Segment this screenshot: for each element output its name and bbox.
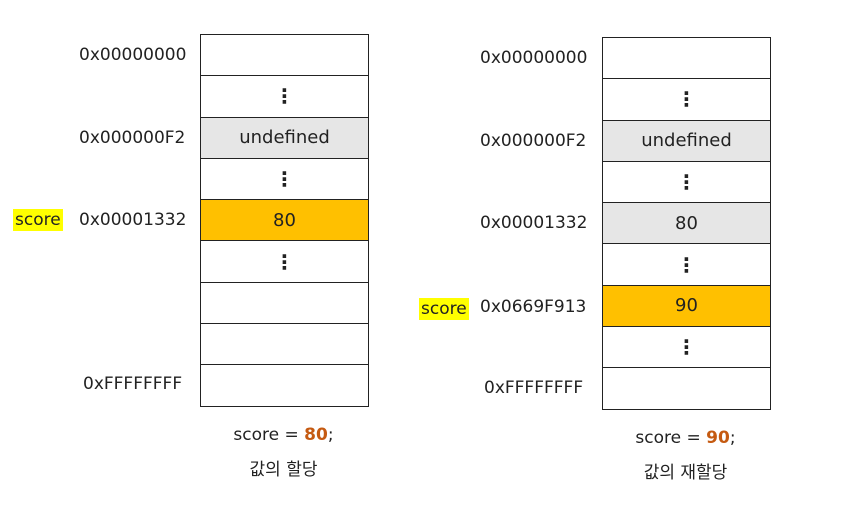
address-label: 0x00001332 (79, 210, 187, 230)
ellipsis-cell: ⋮ (603, 79, 770, 121)
address-label: 0x000000F2 (79, 128, 186, 148)
variable-label-score: score (419, 298, 469, 320)
caption-description: 값의 할당 (249, 460, 318, 480)
address-label: 0x00000000 (79, 45, 187, 65)
caption: score = 90; 값의 재할당 (602, 428, 769, 483)
memory-cell (603, 38, 770, 80)
address-label: 0xFFFFFFFF (484, 378, 584, 398)
memory-diagram-reassignment: 0x00000000 0x000000F2 0x00001332 score 0… (401, 0, 821, 513)
caption: score = 80; 값의 할당 (200, 425, 367, 480)
code-value: 80 (304, 425, 328, 445)
ellipsis-cell: ⋮ (201, 76, 368, 118)
memory-block: ⋮ undefined ⋮ 80 ⋮ 90 ⋮ (602, 37, 771, 410)
memory-cell-current-value: 90 (603, 285, 770, 328)
code-statement: score = 80; (200, 425, 367, 451)
memory-cell-undefined: undefined (603, 120, 770, 162)
code-prefix: score = (635, 428, 707, 448)
ellipsis-cell: ⋮ (603, 162, 770, 204)
code-statement: score = 90; (602, 428, 769, 454)
memory-cell (603, 368, 770, 410)
address-label: 0x000000F2 (480, 131, 587, 151)
code-suffix: ; (729, 428, 736, 448)
address-label: 0x00001332 (480, 213, 588, 233)
ellipsis-cell: ⋮ (603, 244, 770, 286)
memory-cell (201, 324, 368, 366)
code-prefix: score = (233, 425, 305, 445)
memory-cell-current-value: 80 (201, 200, 368, 242)
ellipsis-cell: ⋮ (201, 241, 368, 283)
address-label: 0xFFFFFFFF (83, 374, 183, 394)
variable-label-score: score (13, 209, 63, 231)
memory-block: ⋮ undefined ⋮ 80 ⋮ (200, 34, 369, 407)
ellipsis-cell: ⋮ (603, 327, 770, 369)
address-label: 0x00000000 (480, 48, 588, 68)
memory-cell-old-value: 80 (603, 203, 770, 245)
code-value: 90 (706, 428, 730, 448)
memory-cell (201, 283, 368, 325)
code-suffix: ; (327, 425, 334, 445)
memory-cell-undefined: undefined (201, 117, 368, 159)
memory-diagram-assignment: 0x00000000 0x000000F2 score 0x00001332 0… (0, 0, 420, 513)
ellipsis-cell: ⋮ (201, 159, 368, 201)
memory-cell (201, 35, 368, 77)
caption-description: 값의 재할당 (643, 463, 728, 483)
address-label: 0x0669F913 (480, 297, 587, 317)
memory-cell (201, 365, 368, 407)
